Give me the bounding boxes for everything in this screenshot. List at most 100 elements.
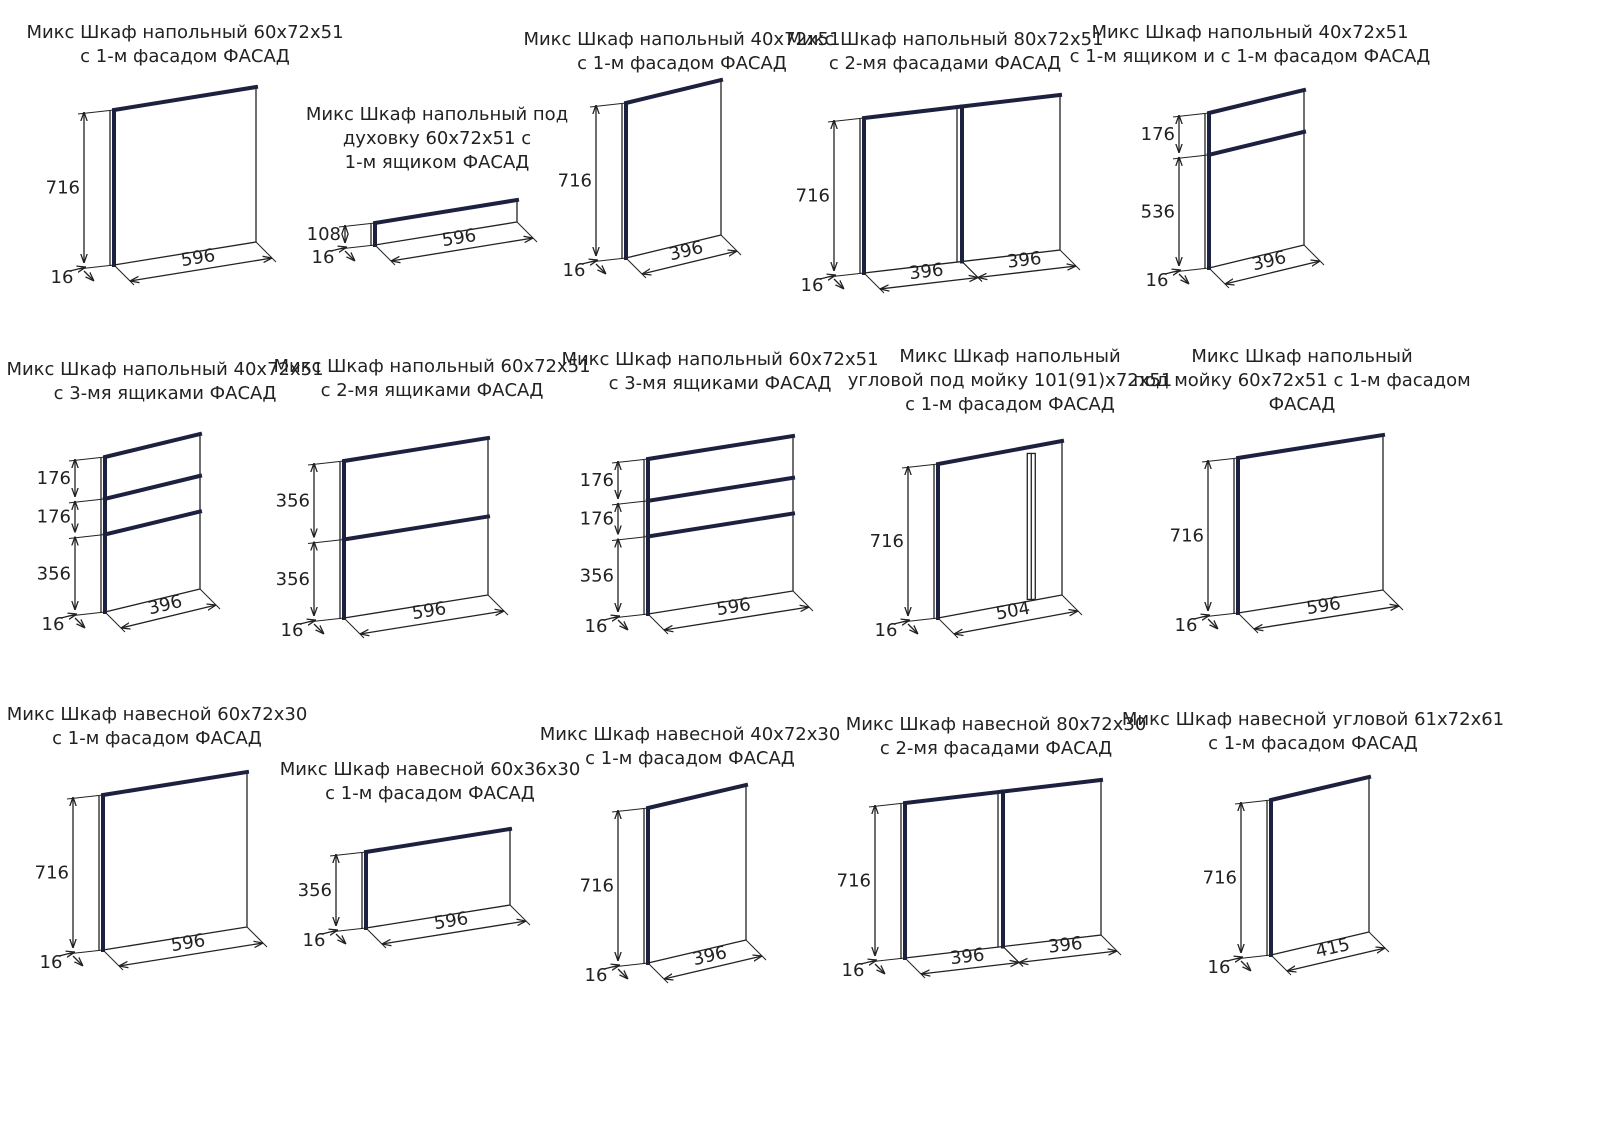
- item-title-line: Микс Шкаф напольный: [899, 346, 1120, 367]
- depth-dimension-line: [819, 275, 836, 279]
- width-dimension-line: [382, 921, 526, 944]
- width-dimension-label: 415: [1314, 934, 1352, 962]
- drawer-divider: [1206, 129, 1307, 158]
- extension-line: [102, 949, 124, 971]
- extension-line: [1059, 249, 1081, 271]
- depth-arrow: [344, 250, 355, 261]
- item-title-line: с 2-мя ящиками ФАСАД: [321, 380, 544, 401]
- item-title-line: ФАСАД: [1269, 394, 1336, 415]
- facade-panel-outline: [1237, 435, 1384, 614]
- facade-panel-edge: [1207, 87, 1307, 270]
- item-title-line: 1-м ящиком ФАСАД: [345, 152, 530, 173]
- depth-dimension-line: [321, 930, 338, 934]
- depth-arrow: [83, 270, 94, 281]
- extension-line: [1100, 934, 1122, 956]
- width-dimension-line: [119, 943, 263, 966]
- width-dimension-label: 396: [146, 591, 184, 619]
- width-dimension-label: 396: [667, 237, 705, 265]
- item-title-line: с 2-мя фасадами ФАСАД: [829, 53, 1061, 74]
- height-dimension-label: 176: [37, 468, 71, 489]
- depth-dimension-label: 16: [801, 275, 824, 296]
- facade-panel-edge: [112, 84, 259, 267]
- width-dimension-label: 396: [1250, 247, 1288, 275]
- width-dimension-label: 396: [908, 259, 945, 284]
- facade-panel-edge: [646, 782, 749, 965]
- height-dimension-label: 176: [37, 507, 71, 528]
- facade-panel-outline: [1270, 777, 1370, 956]
- item-title-line: Микс Шкаф навесной 80x72x30: [846, 714, 1147, 735]
- extension-line: [863, 272, 885, 294]
- depth-dimension-label: 16: [585, 616, 608, 637]
- width-dimension-label: 396: [1006, 248, 1043, 273]
- width-dimension-label: 396: [949, 944, 986, 969]
- width-dimension-line: [880, 278, 978, 290]
- facade-panel-edge: [936, 438, 1065, 620]
- extension-line: [647, 613, 669, 635]
- width-dimension-line: [921, 963, 1019, 975]
- height-dimension-label: 716: [796, 186, 830, 207]
- extension-line: [1208, 267, 1230, 289]
- width-dimension-line: [642, 251, 737, 274]
- facade-panel-edge: [1236, 432, 1386, 615]
- depth-dimension-label: 16: [281, 620, 304, 641]
- depth-arrow: [72, 955, 83, 966]
- item-title-line: Микс Шкаф напольный 60x72x51: [561, 349, 878, 370]
- drawer-divider: [102, 473, 203, 502]
- width-dimension-line: [664, 607, 809, 630]
- depth-arrow: [874, 963, 885, 974]
- cabinet-facade-drawing: Микс Шкаф напольный 60x72x51 с 3-мя ящика…: [561, 349, 878, 637]
- height-dimension-label: 176: [580, 470, 614, 491]
- facade-panel-outline: [647, 785, 747, 964]
- item-title-line: Микс Шкаф напольный 40x72x51: [6, 359, 323, 380]
- depth-dimension-line: [893, 620, 910, 624]
- item-title-line: Микс Шкаф напольный под: [306, 104, 568, 125]
- item-title-line: с 3-мя ящиками ФАСАД: [609, 373, 832, 394]
- item-title-line: с 1-м фасадом ФАСАД: [1208, 733, 1418, 754]
- width-dimension-line: [954, 611, 1078, 634]
- facade-panel-outline: [113, 87, 257, 266]
- depth-dimension-line: [58, 952, 75, 956]
- height-dimension-label: 356: [276, 490, 310, 511]
- item-title-line: Микс Шкаф напольный 40x72x51: [523, 29, 840, 50]
- depth-arrow: [595, 263, 606, 274]
- width-dimension-label: 596: [1305, 593, 1342, 619]
- item-title-line: под мойку 60x72x51 с 1-м фасадом: [1133, 370, 1470, 391]
- height-dimension-label: 356: [298, 880, 332, 901]
- depth-dimension-label: 16: [303, 930, 326, 951]
- extension-line: [113, 264, 135, 286]
- depth-arrow: [617, 968, 628, 979]
- width-dimension-label: 396: [691, 942, 729, 970]
- width-dimension-line: [1254, 606, 1399, 629]
- height-dimension-label: 356: [580, 565, 614, 586]
- item-title-line: с 1-м ящиком и с 1-м фасадом ФАСАД: [1070, 46, 1431, 67]
- width-dimension-line: [978, 266, 1076, 278]
- facade-panel-outline: [102, 772, 248, 951]
- cabinet-facade-drawing: Микс Шкаф напольный угловой под мойку 101…: [848, 346, 1173, 641]
- depth-dimension-label: 16: [1175, 615, 1198, 636]
- depth-arrow: [617, 619, 628, 630]
- depth-dimension-line: [603, 965, 620, 969]
- extension-line: [625, 257, 647, 279]
- item-title-line: угловой под мойку 101(91)x72x51: [848, 370, 1173, 391]
- height-dimension-label: 716: [1170, 526, 1204, 547]
- height-dimension-label: 176: [1141, 124, 1175, 145]
- width-dimension-line: [121, 605, 216, 628]
- extension-line: [904, 957, 926, 979]
- depth-arrow: [833, 278, 844, 289]
